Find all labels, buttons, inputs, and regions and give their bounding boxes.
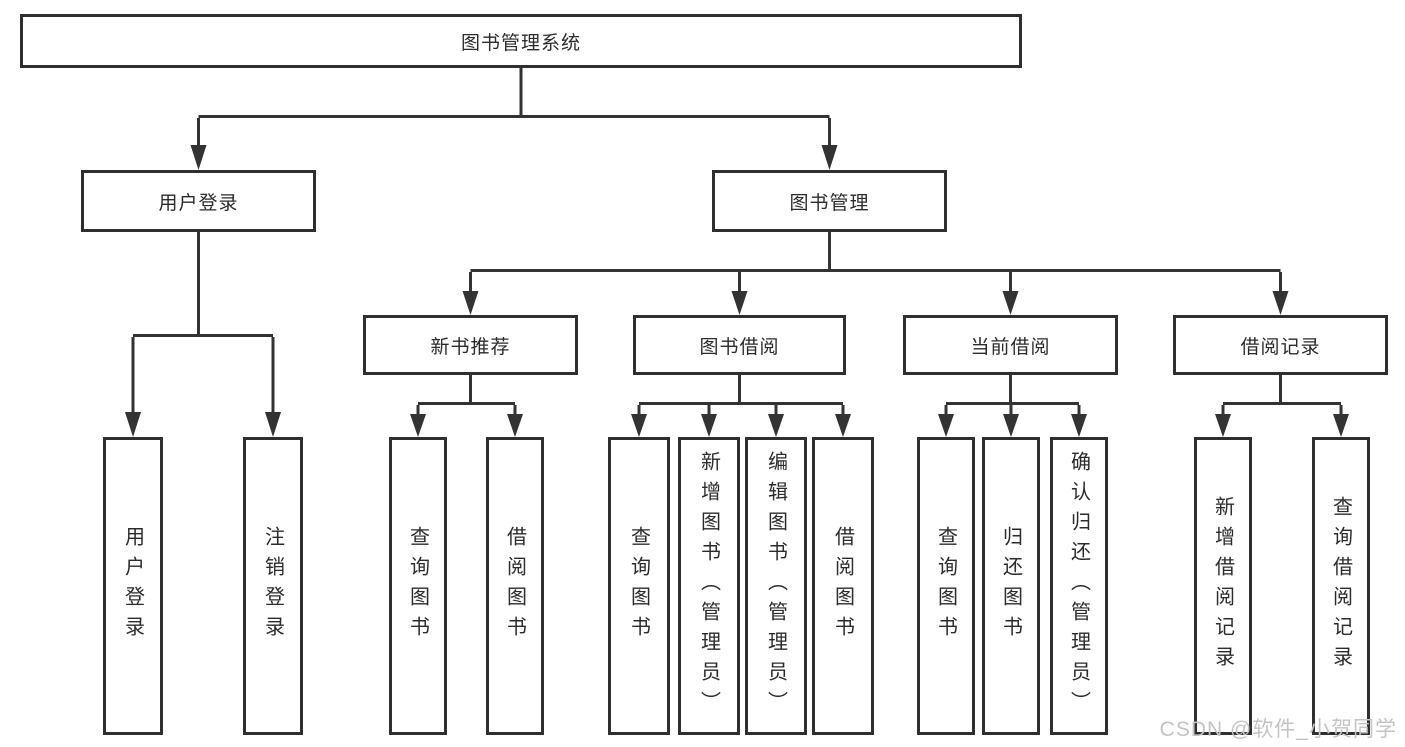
node-root: 图书管理系统 <box>20 14 1022 68</box>
node-borrow-records: 借阅记录 <box>1173 315 1388 375</box>
leaf-nb-borrow-book-label: 借阅图书 <box>503 526 526 646</box>
leaf-bb-edit-book-admin-label: 编辑图书（管理员） <box>764 451 787 721</box>
leaf-nb-query-book-label: 查询图书 <box>406 526 429 646</box>
leaf-bb-add-book-admin: 新增图书（管理员） <box>678 437 740 735</box>
leaf-bb-add-book-admin-label: 新增图书（管理员） <box>697 451 720 721</box>
node-current-borrow: 当前借阅 <box>903 315 1118 375</box>
leaf-br-add-record-label: 新增借阅记录 <box>1211 496 1234 676</box>
leaf-nb-query-book: 查询图书 <box>389 437 447 735</box>
leaf-nb-borrow-book: 借阅图书 <box>486 437 544 735</box>
node-current-borrow-label: 当前借阅 <box>970 336 1051 358</box>
leaf-bb-borrow-book-label: 借阅图书 <box>831 526 854 646</box>
node-book-management: 图书管理 <box>712 170 947 232</box>
leaf-bb-borrow-book: 借阅图书 <box>812 437 874 735</box>
leaf-cb-return-book: 归还图书 <box>982 437 1040 735</box>
node-new-book-recommend-label: 新书推荐 <box>430 336 511 358</box>
leaf-cb-return-book-label: 归还图书 <box>999 526 1022 646</box>
leaf-br-query-record: 查询借阅记录 <box>1312 437 1370 735</box>
leaf-cb-confirm-return-admin-label: 确认归还（管理员） <box>1067 451 1090 721</box>
leaf-logout: 注销登录 <box>243 437 303 735</box>
node-root-label: 图书管理系统 <box>460 32 581 54</box>
node-book-borrow: 图书借阅 <box>633 315 846 375</box>
leaf-bb-query-book-label: 查询图书 <box>627 526 650 646</box>
leaf-cb-confirm-return-admin: 确认归还（管理员） <box>1050 437 1108 735</box>
node-user-login: 用户登录 <box>81 170 316 232</box>
leaf-user-login: 用户登录 <box>103 437 163 735</box>
leaf-bb-edit-book-admin: 编辑图书（管理员） <box>745 437 807 735</box>
node-book-borrow-label: 图书借阅 <box>699 336 780 358</box>
leaf-bb-query-book: 查询图书 <box>608 437 670 735</box>
node-new-book-recommend: 新书推荐 <box>363 315 578 375</box>
node-book-management-label: 图书管理 <box>789 192 870 214</box>
leaf-cb-query-book: 查询图书 <box>917 437 975 735</box>
leaf-cb-query-book-label: 查询图书 <box>934 526 957 646</box>
leaf-br-query-record-label: 查询借阅记录 <box>1329 496 1352 676</box>
node-borrow-records-label: 借阅记录 <box>1240 336 1321 358</box>
leaf-logout-label: 注销登录 <box>261 526 284 646</box>
node-user-login-label: 用户登录 <box>158 192 239 214</box>
leaf-br-add-record: 新增借阅记录 <box>1194 437 1252 735</box>
leaf-user-login-label: 用户登录 <box>121 526 144 646</box>
